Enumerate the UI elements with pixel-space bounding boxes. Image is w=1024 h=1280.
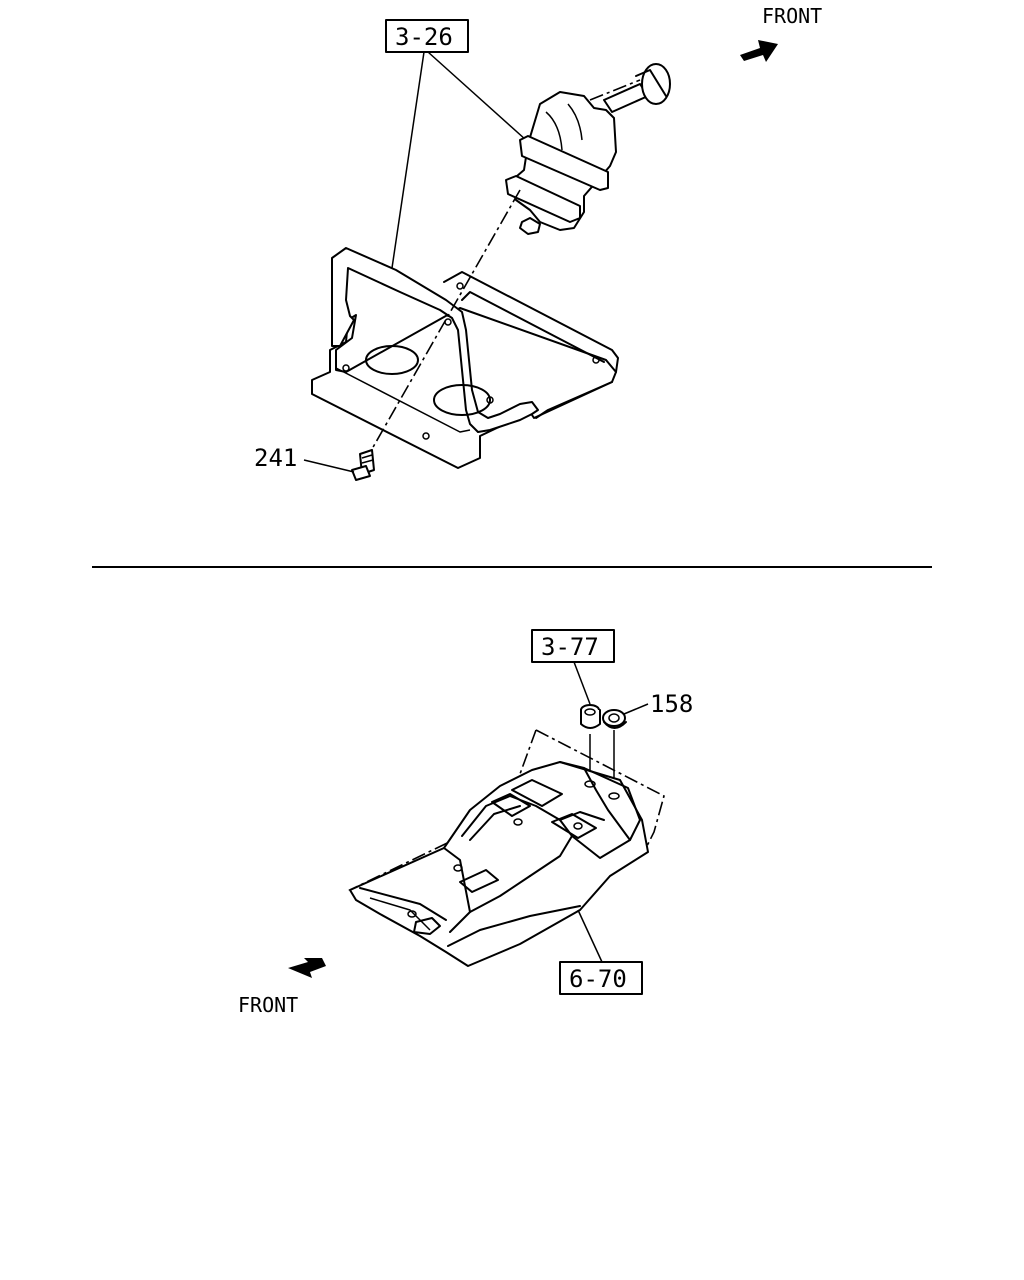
ref-6-70-label: 6-70 xyxy=(569,965,627,993)
grommet-3-77 xyxy=(580,704,601,729)
ref-box-6-70[interactable]: 6-70 xyxy=(559,961,643,995)
leader-3-77 xyxy=(573,661,591,705)
bolt-241 xyxy=(351,449,375,481)
bottom-assembly: 3-77 158 xyxy=(238,629,693,1017)
centerline-knob xyxy=(589,79,641,101)
ref-3-26-label: 3-26 xyxy=(395,23,453,51)
part-241-label[interactable]: 241 xyxy=(254,444,297,472)
leader-3-26-to-bracket xyxy=(391,51,425,269)
front-indicator-top: FRONT xyxy=(740,4,822,62)
front-indicator-bottom: FRONT xyxy=(238,958,326,1017)
leader-158 xyxy=(623,703,649,715)
front-arrow-bottom-icon xyxy=(288,958,326,978)
ref-box-3-77[interactable]: 3-77 xyxy=(531,629,615,663)
front-label-bottom: FRONT xyxy=(238,993,298,1017)
part-158-label[interactable]: 158 xyxy=(650,690,693,718)
leader-6-70 xyxy=(577,909,603,963)
floor-tunnel-cover xyxy=(348,729,665,967)
ref-box-3-26[interactable]: 3-26 xyxy=(385,19,469,53)
ref-3-77-label: 3-77 xyxy=(541,633,599,661)
mounting-bracket xyxy=(311,247,619,469)
leader-3-26-to-valve xyxy=(427,51,527,141)
parking-brake-valve xyxy=(505,63,671,235)
top-assembly: FRONT 3-26 xyxy=(254,4,822,481)
leader-241 xyxy=(303,459,355,473)
grommet-158 xyxy=(602,709,627,729)
front-label-top: FRONT xyxy=(762,4,822,28)
centerline-bolt xyxy=(359,189,521,471)
front-arrow-top-icon xyxy=(740,40,778,62)
